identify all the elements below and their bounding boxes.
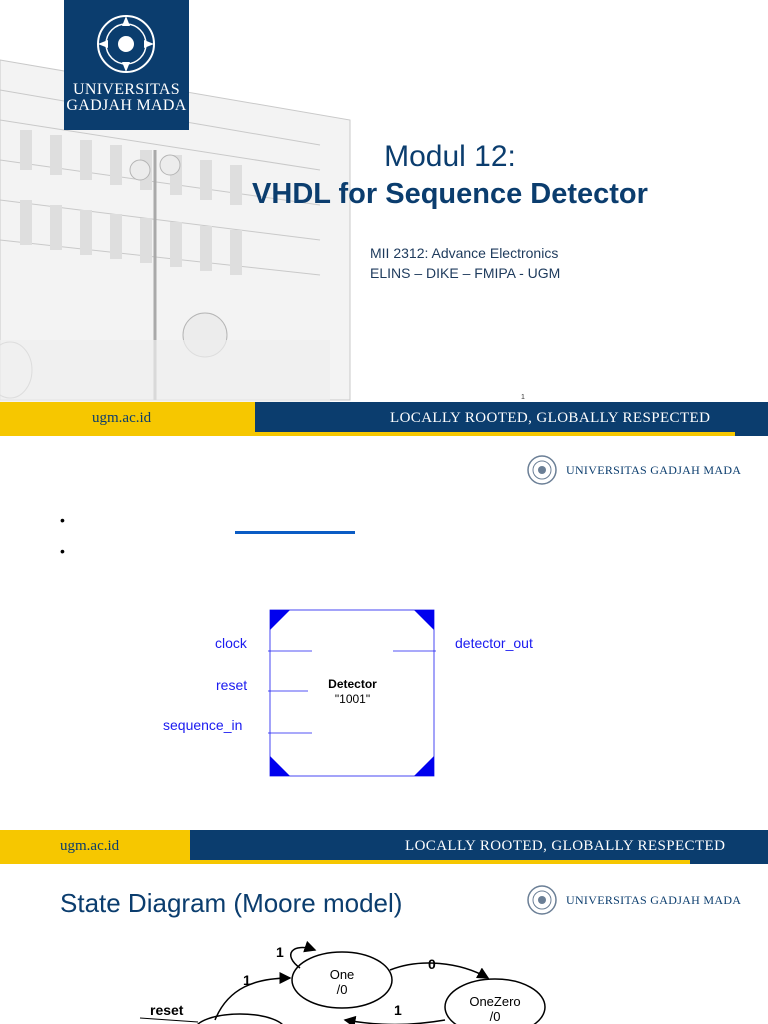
edge-one-to-onezero [389, 962, 490, 979]
state-diagram-slide: State Diagram (Moore model) UNIVERSITAS … [0, 870, 768, 1024]
signal-detector-out: detector_out [455, 635, 533, 651]
ugm-brand: UNIVERSITAS GADJAH MADA [526, 454, 741, 486]
state-diagram [139, 940, 546, 1024]
ugm-seal-icon [97, 15, 155, 73]
slide-title-line2: VHDL for Sequence Detector [252, 178, 648, 210]
detector-block-diagram [268, 609, 436, 777]
slide-footer: ugm.ac.id LOCALLY ROOTED, GLOBALLY RESPE… [0, 830, 768, 864]
footer-url: ugm.ac.id [60, 838, 120, 854]
slide-title-line1: Modul 12: [384, 140, 516, 173]
title-slide: UNIVERSITAS GADJAH MADA Modul 12: VHDL f… [0, 0, 768, 440]
detector-box [269, 609, 435, 777]
ugm-logo-text: UNIVERSITAS GADJAH MADA [64, 82, 189, 114]
edge-label-self-loop: 1 [276, 944, 284, 960]
brand-name: UNIVERSITAS GADJAH MADA [566, 892, 742, 907]
edge-label-one-to-onezero: 0 [428, 956, 436, 972]
corner-marker [270, 756, 290, 776]
slide-title: State Diagram (Moore model) [60, 888, 403, 918]
bullet-2: • [60, 543, 65, 559]
ugm-seal-icon [527, 455, 557, 485]
detector-block-slide: UNIVERSITAS GADJAH MADA • • clock reset … [0, 448, 768, 864]
department: ELINS – DIKE – FMIPA - UGM [370, 265, 561, 281]
corner-marker [414, 756, 434, 776]
ugm-brand: UNIVERSITAS GADJAH MADA [526, 884, 741, 916]
ugm-seal-icon [527, 885, 557, 915]
page-number: 1 [521, 394, 525, 401]
course-code: MII 2312: Advance Electronics [370, 245, 559, 261]
self-loop-one [290, 940, 317, 969]
corner-marker [270, 610, 290, 630]
corner-marker [414, 610, 434, 630]
edge-label-to-one: 1 [243, 972, 251, 988]
edge-to-one [214, 972, 292, 1021]
state-onezero-label: OneZero /0 [469, 994, 521, 1024]
signal-sequence-in: sequence_in [163, 717, 243, 733]
state-one-label: One /0 [329, 967, 355, 997]
state-partial [197, 1013, 283, 1024]
slide-footer: ugm.ac.id LOCALLY ROOTED, GLOBALLY RESPE… [0, 402, 768, 436]
footer-tagline: LOCALLY ROOTED, GLOBALLY RESPECTED [390, 410, 711, 426]
state-one [291, 951, 393, 1009]
detector-name: Detector [328, 677, 377, 691]
footer-tagline: LOCALLY ROOTED, GLOBALLY RESPECTED [405, 838, 726, 854]
bullet-1: • [60, 512, 65, 528]
signal-clock: clock [215, 635, 247, 651]
logo-line-1: UNIVERSITAS [73, 81, 180, 98]
signal-reset: reset [216, 677, 248, 693]
detector-sequence: "1001" [334, 692, 371, 706]
brand-name: UNIVERSITAS GADJAH MADA [566, 462, 742, 477]
campus-sketch-background [0, 59, 351, 402]
logo-line-2: GADJAH MADA [66, 97, 187, 114]
state-onezero [444, 978, 546, 1024]
edge-label-back: 1 [394, 1002, 402, 1018]
hyperlink-underline[interactable] [235, 531, 355, 534]
reset-label: reset [150, 1002, 184, 1018]
footer-url: ugm.ac.id [92, 410, 152, 426]
edge-back [343, 1015, 446, 1024]
ugm-logo: UNIVERSITAS GADJAH MADA [64, 0, 189, 130]
reset-arrow [139, 1017, 199, 1023]
